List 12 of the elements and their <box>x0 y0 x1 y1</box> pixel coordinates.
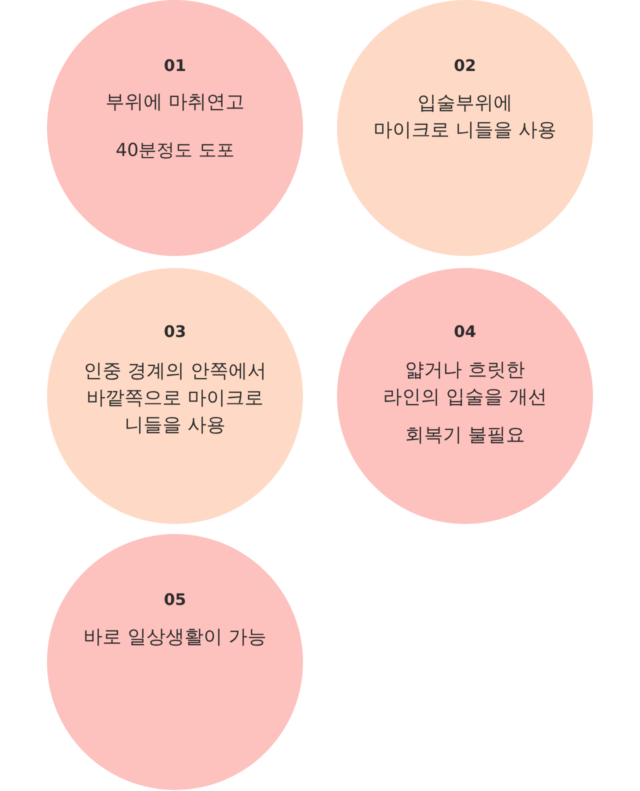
step-text: 입술부위에 마이크로 니들을 사용 <box>373 91 557 143</box>
step-text: 인중 경계의 안쪽에서 바깥쪽으로 마이크로 니들을 사용 <box>83 359 267 438</box>
step-number: 03 <box>164 321 186 343</box>
step-note: 40분정도 도포 <box>116 139 234 163</box>
step-number: 01 <box>164 55 186 77</box>
step-number: 05 <box>164 589 186 611</box>
step-text: 얇거나 흐릿한 라인의 입술을 개선 <box>382 358 548 410</box>
step-number: 04 <box>454 321 476 343</box>
step-number: 02 <box>454 55 476 77</box>
step-text: 부위에 마취연고 <box>105 90 245 115</box>
step-text: 회복기 불필요 <box>404 423 526 448</box>
step-text: 바로 일상생활이 가능 <box>83 625 267 650</box>
